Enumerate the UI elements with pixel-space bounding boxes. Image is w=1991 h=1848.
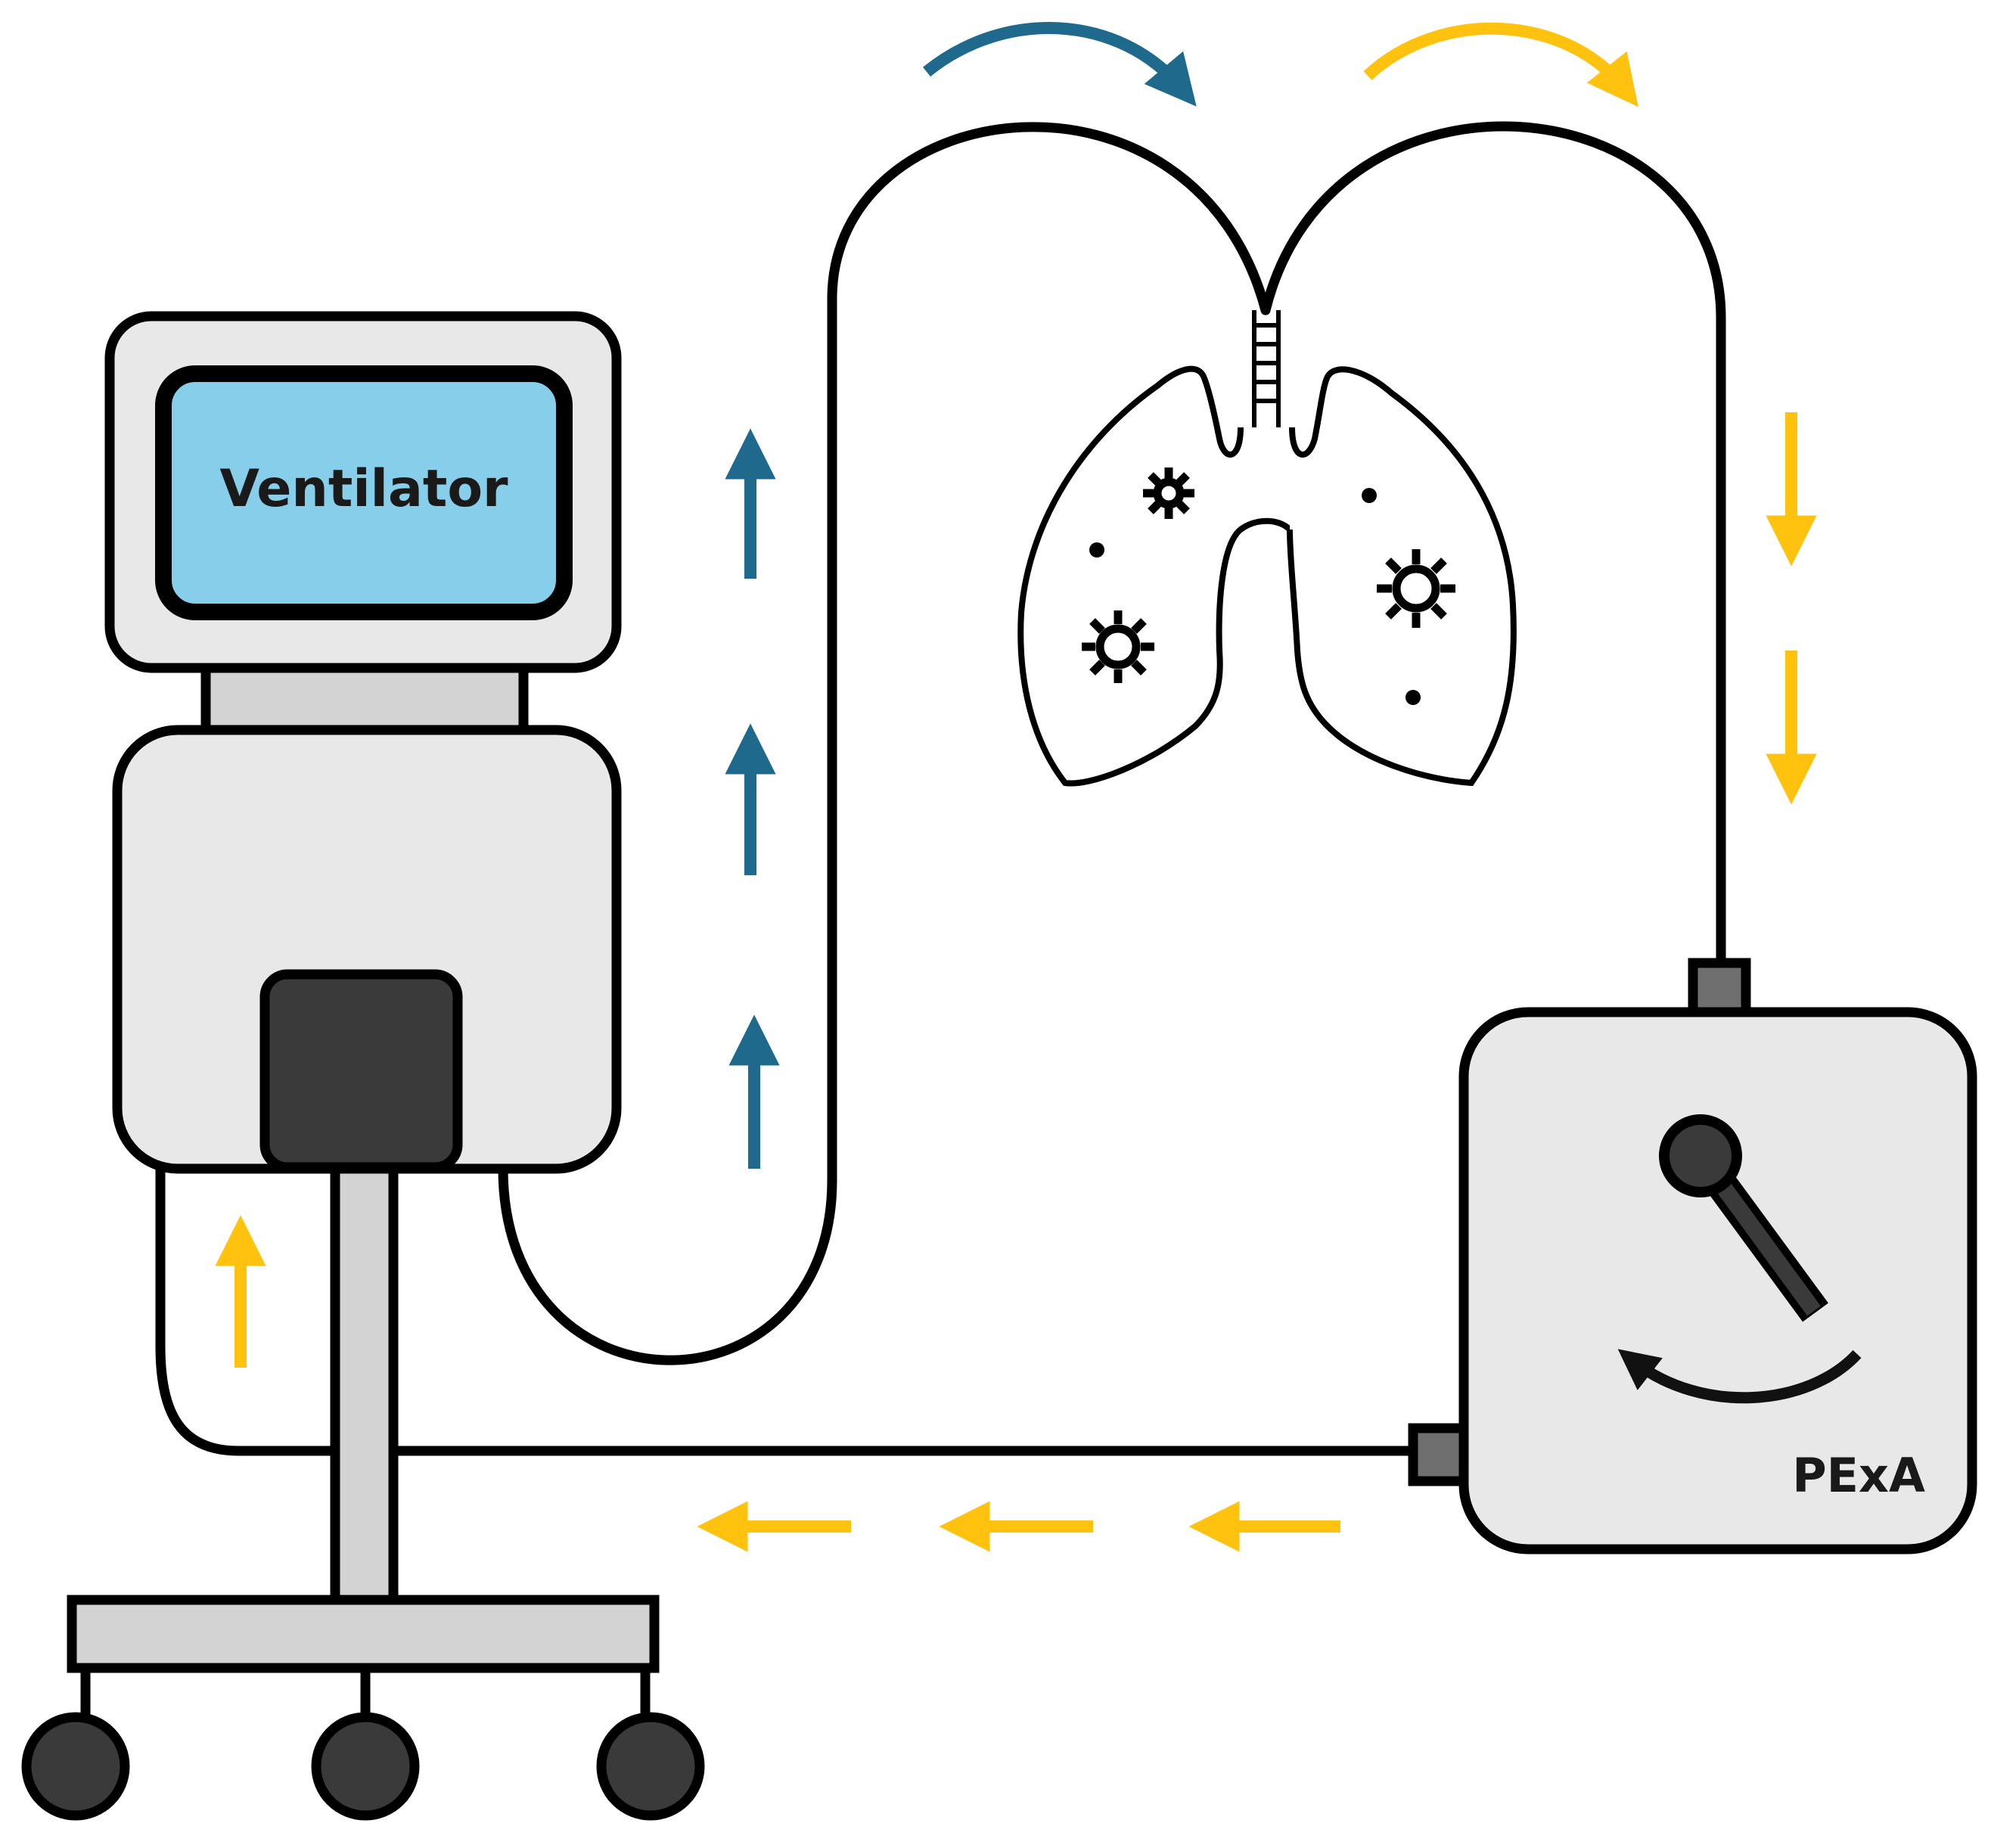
tubing: [155, 121, 1726, 1456]
left-lung: [1017, 365, 1292, 787]
trachea: [1252, 310, 1281, 427]
flow-arrow-icon: [1363, 22, 1638, 107]
pexa-label: PExA: [1792, 1448, 1925, 1503]
stand-base: [67, 1595, 660, 1673]
expiratory-tube-return: [155, 1163, 1427, 1456]
expiratory-tube-upper: [1260, 121, 1726, 966]
expiratory-flow-arrows: [215, 22, 1817, 1552]
ventilator-stand: [21, 1152, 705, 1821]
lungs-icon: [1017, 310, 1517, 787]
pexa-body: [1458, 1007, 1977, 1554]
inspiratory-flow-arrows: [725, 22, 1197, 1169]
pexa-side-connector: [1408, 1423, 1470, 1486]
ventilator-label: Ventilator: [219, 459, 508, 519]
particle-dot: [1406, 690, 1421, 705]
pexa-dial-knob: [1659, 1114, 1742, 1197]
ventilator-neck: [200, 660, 529, 735]
flow-arrow-icon: [922, 22, 1197, 107]
pexa-device-icon: [1408, 958, 1977, 1554]
pathogen-icon: [1143, 467, 1194, 519]
rotation-arrow-icon: [1617, 1349, 1862, 1404]
ventilator-port: [259, 969, 463, 1172]
ventilator-icon: [104, 311, 622, 1174]
particle-dot: [1089, 542, 1104, 558]
pathogen-icon: [1082, 610, 1154, 683]
ventilator-screen: [155, 365, 573, 620]
pathogen-icon: [1377, 549, 1455, 628]
wheel-icon: [21, 1712, 130, 1821]
stand-pole: [330, 1152, 399, 1609]
wheel-icon: [596, 1712, 705, 1821]
wheel-icon: [311, 1712, 420, 1821]
inspiratory-tube: [498, 122, 1271, 1365]
particle-dot: [1362, 488, 1377, 503]
pexa-top-connector: [1688, 958, 1751, 1017]
